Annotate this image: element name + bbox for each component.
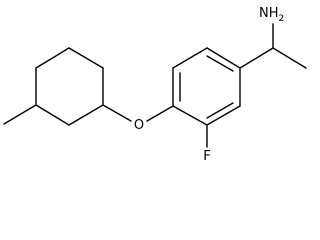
amine-label: NH2: [259, 6, 284, 24]
oxygen-to-aryl-bond: [146, 105, 174, 122]
methyl-bond-ring: [3, 104, 37, 125]
oxygen-label: O: [134, 118, 144, 133]
ring-bond: [35, 104, 70, 126]
benzene-ring: [172, 47, 241, 126]
ring-bond: [35, 47, 70, 69]
ring-to-oxygen-bond: [102, 104, 132, 122]
ring-bond: [68, 47, 104, 69]
aryl-double-bond: [206, 55, 234, 72]
structure-canvas: NH2 O F: [3, 6, 307, 164]
cyclohexane-ring: [35, 47, 104, 126]
aryl-bond: [206, 105, 241, 126]
aryl-bond: [172, 105, 208, 126]
aryl-to-chiral-bond: [239, 47, 274, 69]
aryl-bond: [206, 47, 241, 69]
ring-bond: [68, 104, 104, 126]
chiral-to-methyl-bond: [272, 47, 307, 69]
aryl-bond: [172, 47, 208, 69]
molecule-structure: NH2 O F: [3, 6, 307, 164]
aryl-double-bond: [206, 102, 234, 119]
fluorine-label: F: [203, 149, 210, 164]
